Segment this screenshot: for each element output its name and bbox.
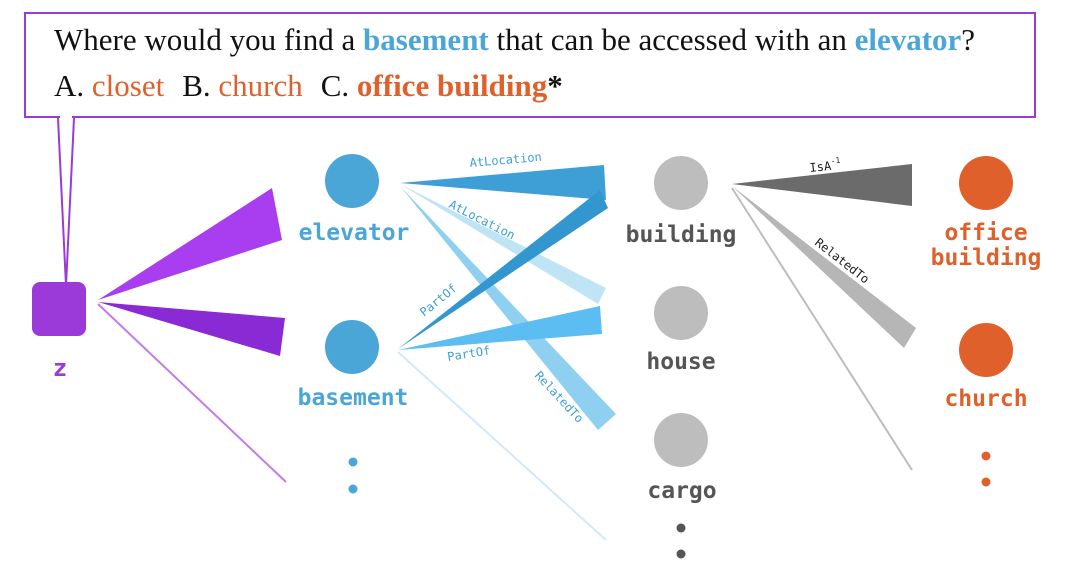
keyword-basement: basement xyxy=(363,22,489,57)
node-house xyxy=(654,286,708,340)
z-basement-edge xyxy=(98,302,285,356)
node-building xyxy=(654,156,708,210)
node-elevator-label: elevator xyxy=(299,220,410,246)
correct-marker: * xyxy=(547,68,563,103)
edge-label-partof-2: PartOf xyxy=(446,343,491,364)
node-church-label: church xyxy=(944,386,1027,412)
edge-label-atlocation-1: AtLocation xyxy=(469,150,542,170)
node-church xyxy=(959,323,1013,377)
node-cargo-label: cargo xyxy=(647,478,716,504)
edge-label-isa: IsA-1 xyxy=(809,156,842,175)
question-suffix: ? xyxy=(961,22,976,57)
intermediate-ellipsis-dot-2 xyxy=(676,549,686,559)
choice-a: A. closet xyxy=(54,68,165,103)
edge-label-atlocation-2: AtLocation xyxy=(447,197,518,242)
edge-elevator-building xyxy=(400,165,606,200)
z-more-edge xyxy=(97,303,287,483)
choice-c: C. office building* xyxy=(320,68,563,103)
answer-ellipsis-dot-1 xyxy=(981,451,991,461)
keyword-elevator: elevator xyxy=(854,22,962,57)
node-office-building xyxy=(959,156,1013,210)
node-office-label-line2: building xyxy=(931,245,1042,271)
callout-pointer xyxy=(57,117,75,287)
intermediate-ellipsis-dot-1 xyxy=(676,523,686,533)
z-node xyxy=(32,282,86,336)
question-callout xyxy=(24,12,1036,118)
node-basement xyxy=(325,320,379,374)
node-elevator xyxy=(325,154,379,208)
edge-building-church xyxy=(732,186,916,348)
z-label: z xyxy=(53,354,67,382)
concept-ellipsis-dot-2 xyxy=(348,484,358,494)
edge-building-more xyxy=(731,187,913,471)
z-elevator-edge xyxy=(98,188,282,300)
question-middle: that can be accessed with an xyxy=(488,22,855,57)
edge-basement-building xyxy=(398,190,608,349)
edge-basement-house xyxy=(398,306,602,350)
question-prefix: Where would you find a xyxy=(54,22,364,57)
edge-basement-more xyxy=(397,351,607,541)
node-cargo xyxy=(654,413,708,467)
concept-ellipsis-dot-1 xyxy=(348,457,358,467)
question-text: Where would you find a basement that can… xyxy=(54,22,975,58)
node-office-label-line1: office xyxy=(944,220,1027,246)
answer-ellipsis-dot-2 xyxy=(981,477,991,487)
edge-elevator-cargo xyxy=(400,186,616,430)
edge-building-office xyxy=(732,164,912,206)
answer-choices: A. closet B. church C. office building* xyxy=(54,68,563,104)
edge-label-partof-1: PartOf xyxy=(417,281,460,319)
choice-b: B. church xyxy=(182,68,303,103)
node-house-label: house xyxy=(646,349,715,375)
node-building-label: building xyxy=(626,222,737,248)
node-basement-label: basement xyxy=(298,385,409,411)
edge-elevator-house xyxy=(400,184,606,304)
